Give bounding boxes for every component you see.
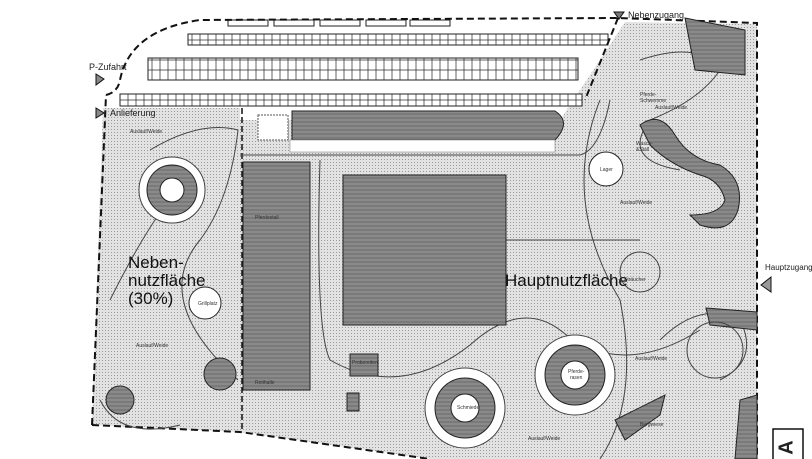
delivery-label: Anlieferung: [110, 108, 156, 118]
paddock-label: Auslauf/Weide: [635, 356, 668, 362]
paddock-label: Auslauf/Weide: [130, 129, 163, 135]
section-marker: A: [775, 440, 798, 455]
round-pen-forge: [424, 367, 506, 449]
side-entrance-label: Nebenzugang: [628, 10, 685, 20]
stable-block: [242, 161, 311, 391]
shelter-label: Pferde- Schwemme: [640, 92, 667, 104]
riding-hall: [342, 174, 507, 326]
side-entrance-arrow: [613, 11, 625, 20]
storage-circle: [588, 151, 624, 187]
round-pen-left: [138, 156, 206, 224]
shrubs-label: Sträucher: [624, 277, 646, 283]
parking-entry-arrow: [95, 73, 105, 86]
forge-label: Schmiede: [457, 405, 480, 411]
main-area-label: Hauptnutzfläche: [505, 271, 628, 290]
grill-label: Grillplatz: [198, 301, 218, 307]
horse-lawn-label: Pferde- rasen: [568, 369, 585, 381]
parking-rows: [119, 19, 609, 107]
round-pen-horse-lawn: [534, 334, 616, 416]
delivery-arrow: [95, 107, 105, 119]
wash-label: Wasch- &Stall: [636, 141, 653, 153]
section-marker-box: [772, 428, 804, 459]
stable-label: Pferdestall: [255, 215, 279, 221]
paddock-label: Auslauf/Weide: [528, 436, 561, 442]
paddock-label: Auslauf/Weide: [655, 105, 688, 111]
grill-circle: [188, 286, 222, 320]
beginner-area-label: Probereiten: [352, 360, 378, 366]
storage-label: Lager: [600, 167, 613, 173]
paddock-label: Auslauf/Weide: [136, 343, 169, 349]
main-entrance-arrow: [760, 275, 772, 293]
long-stable: [291, 110, 564, 141]
parking-entry-label: P-Zufahrt: [89, 62, 127, 72]
riding-hall-label: Reithalle: [255, 380, 275, 386]
winding-stable: [639, 118, 740, 229]
paddock-label: Auslauf/Weide: [620, 200, 653, 206]
secondary-area-label: Neben- nutzfläche (30%): [128, 253, 206, 308]
main-entrance-label: Hauptzugang: [765, 263, 812, 272]
site-boundary: [91, 16, 758, 459]
mountain-meadow-label: Bergwiese: [640, 422, 664, 428]
